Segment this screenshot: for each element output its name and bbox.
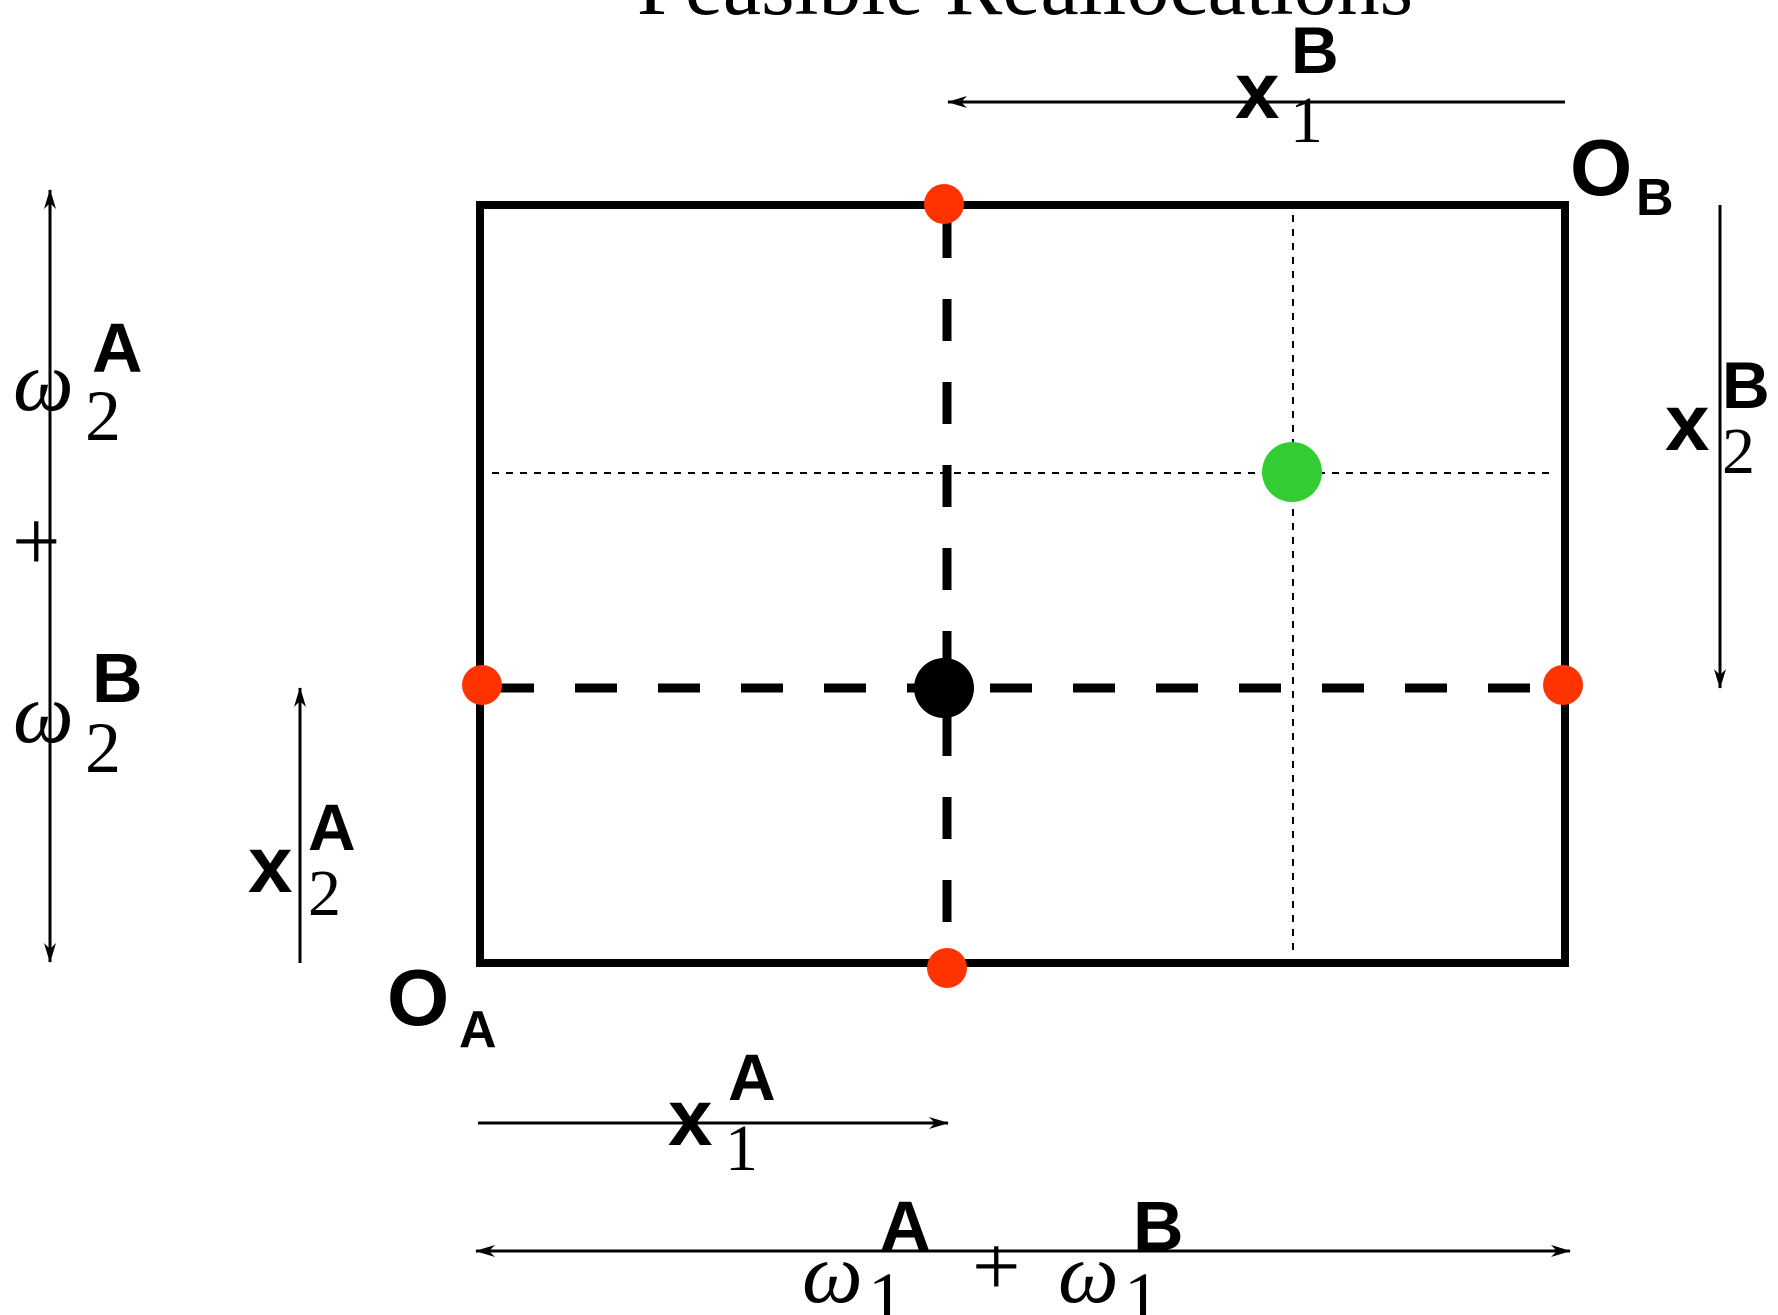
label-x2b: x 2 B xyxy=(1665,348,1770,488)
svg-text:ω: ω xyxy=(13,665,74,761)
svg-text:B: B xyxy=(92,639,143,717)
svg-text:2: 2 xyxy=(1722,415,1755,488)
boundary-point-bottom xyxy=(927,948,967,988)
origin-a-label: O A xyxy=(387,953,497,1059)
svg-text:x: x xyxy=(668,1073,713,1162)
label-x1a: x 1 A xyxy=(668,1040,776,1185)
svg-text:O: O xyxy=(387,953,449,1042)
svg-text:x: x xyxy=(1665,378,1710,467)
boundary-point-top xyxy=(924,184,964,224)
svg-text:1: 1 xyxy=(725,1112,758,1185)
svg-text:A: A xyxy=(308,790,356,864)
label-x1b: x 1 B xyxy=(1235,13,1339,157)
label-total-good2: ω 2 A + ω 2 B xyxy=(12,309,143,788)
svg-text:+: + xyxy=(972,1218,1021,1314)
diagram-title: Feasible Reallocations xyxy=(637,0,1413,33)
svg-text:ω: ω xyxy=(1058,1225,1119,1315)
svg-text:B: B xyxy=(1133,1187,1184,1265)
svg-text:2: 2 xyxy=(85,376,121,456)
endowment-point xyxy=(914,658,974,718)
svg-text:2: 2 xyxy=(308,857,341,930)
svg-text:A: A xyxy=(92,309,143,387)
origin-b-label: O B xyxy=(1570,123,1674,227)
svg-text:2: 2 xyxy=(85,708,121,788)
svg-text:1: 1 xyxy=(1290,84,1323,157)
svg-text:A: A xyxy=(728,1040,776,1114)
svg-text:1: 1 xyxy=(868,1258,904,1315)
label-total-good1: ω 1 A + ω 1 B xyxy=(802,1187,1184,1315)
boundary-point-right xyxy=(1543,665,1583,705)
svg-text:O: O xyxy=(1570,123,1632,212)
svg-text:A: A xyxy=(880,1187,931,1265)
svg-text:x: x xyxy=(248,820,293,909)
boundary-point-left xyxy=(462,665,502,705)
svg-text:A: A xyxy=(459,1001,497,1059)
svg-text:1: 1 xyxy=(1124,1258,1160,1315)
svg-text:x: x xyxy=(1235,46,1280,135)
svg-text:B: B xyxy=(1291,13,1339,87)
reallocation-point xyxy=(1262,442,1322,502)
label-x2a: x 2 A xyxy=(248,790,356,930)
edgeworth-box xyxy=(476,201,1569,967)
svg-text:+: + xyxy=(12,493,61,589)
svg-text:B: B xyxy=(1636,169,1674,227)
svg-text:ω: ω xyxy=(13,333,74,429)
svg-text:ω: ω xyxy=(802,1225,863,1315)
svg-text:B: B xyxy=(1722,348,1770,422)
